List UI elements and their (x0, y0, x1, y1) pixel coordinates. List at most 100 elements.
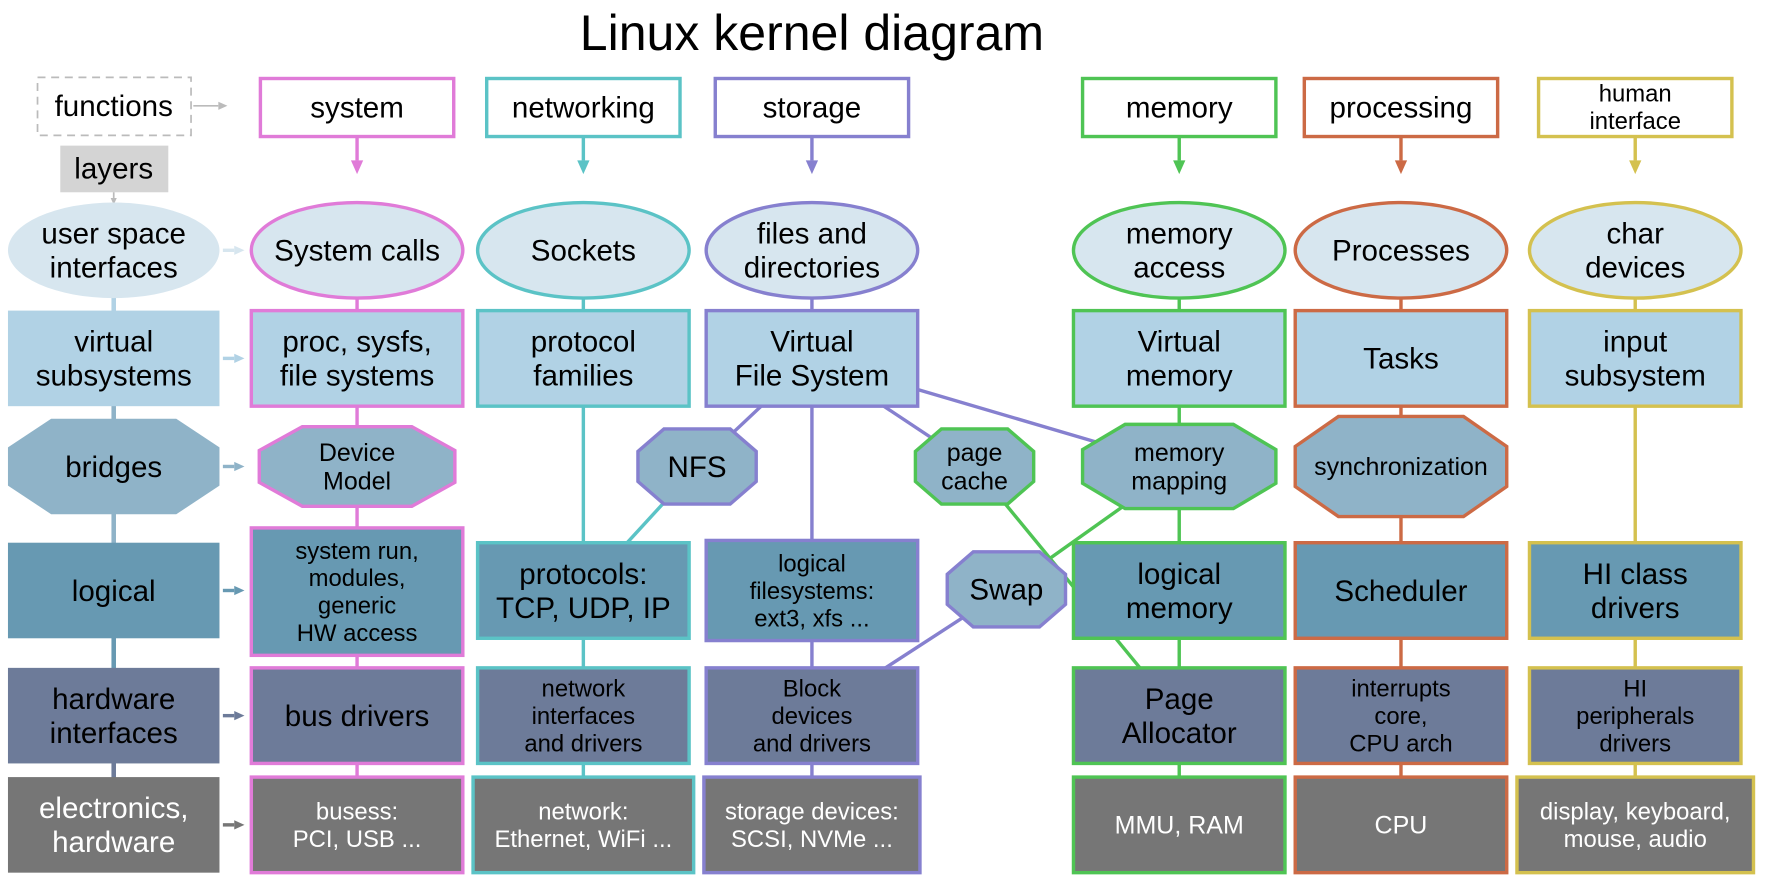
node-scheduler[interactable]: Scheduler (1293, 541, 1509, 640)
arrowhead-icon (1394, 160, 1408, 175)
arrowhead-icon (234, 245, 245, 255)
node-label: NFS (668, 451, 727, 484)
node-shape (249, 308, 465, 408)
arrowhead-icon (234, 353, 245, 364)
node-tasks[interactable]: Tasks (1293, 308, 1509, 408)
node-proc-sysfs[interactable]: proc, sysfs,file systems (249, 308, 465, 408)
function-arrow (1173, 137, 1186, 175)
layer-label: electronics,hardware (39, 792, 188, 859)
node-protocols[interactable]: protocols:TCP, UDP, IP (475, 541, 691, 640)
arrowhead-icon (1629, 160, 1642, 175)
function-label: system (310, 91, 404, 124)
function-system: system (258, 76, 456, 175)
node-label: proc, sysfs,file systems (280, 326, 434, 393)
node-label: protocols:TCP, UDP, IP (496, 558, 671, 625)
node-display-keyboard[interactable]: display, keyboard,mouse, audio (1515, 775, 1756, 875)
node-nfs[interactable]: NFS (636, 427, 758, 506)
node-bus-drivers[interactable]: bus drivers (249, 666, 465, 766)
function-arrow (1629, 137, 1642, 175)
node-shape (704, 666, 920, 766)
node-shape (1527, 666, 1743, 766)
node-shape (1071, 775, 1287, 875)
node-busess[interactable]: busess:PCI, USB ... (249, 775, 465, 875)
arrowhead-icon (1173, 160, 1186, 175)
node-sockets[interactable]: Sockets (475, 200, 691, 300)
node-storage-devices[interactable]: storage devices:SCSI, NVMe ... (702, 775, 922, 875)
layer-arrow (222, 820, 245, 830)
node-label: Processes (1332, 235, 1470, 268)
layers-legend-arrow (110, 192, 117, 205)
node-system-calls[interactable]: System calls (249, 200, 465, 300)
node-shape (1515, 775, 1756, 875)
functions-legend-label: functions (55, 90, 173, 123)
node-label: MMU, RAM (1115, 812, 1244, 840)
layer-arrow (222, 585, 245, 596)
node-processes[interactable]: Processes (1293, 200, 1509, 300)
legend-layer: functions layers (36, 76, 245, 830)
node-swap[interactable]: Swap (945, 550, 1068, 629)
function-label: networking (512, 91, 655, 124)
node-label: busess:PCI, USB ... (293, 798, 422, 852)
node-shape (471, 775, 696, 875)
node-mmu-ram[interactable]: MMU, RAM (1071, 775, 1287, 875)
node-label: Scheduler (1334, 575, 1467, 608)
node-shape (1071, 200, 1287, 300)
node-network-hw[interactable]: network:Ethernet, WiFi ... (471, 775, 696, 875)
function-storage: storage (713, 76, 911, 175)
node-label: storage devices:SCSI, NVMe ... (725, 798, 899, 852)
node-label: network:Ethernet, WiFi ... (494, 798, 672, 852)
node-cpu[interactable]: CPU (1293, 775, 1509, 875)
layer-label: bridges (65, 451, 162, 484)
function-label: processing (1330, 91, 1473, 124)
node-shape (636, 427, 758, 506)
layer-arrow (222, 245, 245, 255)
node-shape (1527, 308, 1743, 408)
node-shape (1293, 666, 1509, 766)
layer-electronics: electronics,hardware (7, 777, 220, 873)
node-synchronization[interactable]: synchronization (1293, 414, 1509, 519)
node-label: bus drivers (285, 700, 430, 733)
function-memory: memory (1080, 76, 1278, 175)
function-arrow (1394, 137, 1408, 175)
node-label: display, keyboard,mouse, audio (1540, 798, 1731, 852)
layer-shape (7, 202, 220, 299)
node-shape (1080, 422, 1278, 511)
arrowhead-icon (805, 160, 819, 175)
layers-legend-label: layers (74, 153, 153, 186)
node-shape (1293, 775, 1509, 875)
